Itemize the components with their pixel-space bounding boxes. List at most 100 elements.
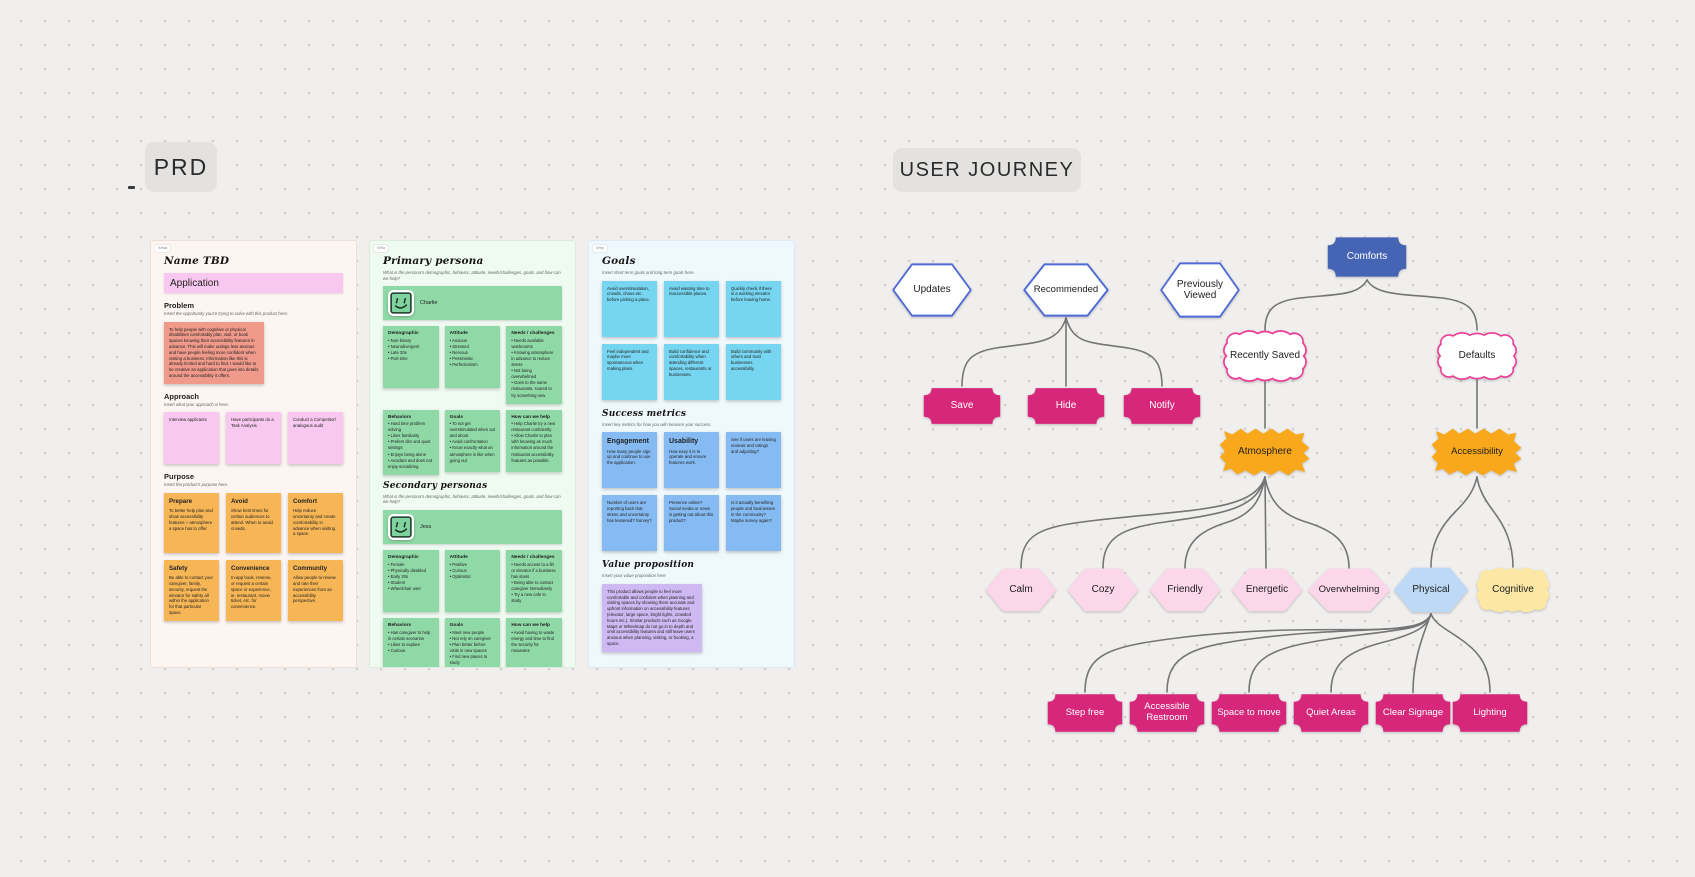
journey-node-label: Recently Saved xyxy=(1229,350,1301,362)
sticky-note-purpose[interactable]: Safety Be able to contact your caregiver… xyxy=(164,559,219,621)
prd-section-label[interactable]: PRD xyxy=(145,142,217,192)
journey-node-quiet-areas[interactable]: Quiet Areas xyxy=(1293,692,1369,734)
sticky-note-approach[interactable]: Conduct a Competitor/ analogous audit xyxy=(288,412,343,465)
hexagon-shape xyxy=(1393,567,1469,613)
persona-card-title: Needs / challenges xyxy=(511,331,555,337)
journey-node-friendly[interactable]: Friendly xyxy=(1149,568,1221,612)
journey-node-calm[interactable]: Calm xyxy=(985,568,1057,612)
primary-persona-hint: What is the persona's demographic, behav… xyxy=(383,270,561,281)
sticky-note-goal[interactable]: Quickly check if there is a working elev… xyxy=(726,280,781,337)
journey-node-updates[interactable]: Updates xyxy=(892,263,972,317)
journey-node-save[interactable]: Save xyxy=(923,386,1001,426)
journey-node-cognitive[interactable]: Cognitive xyxy=(1476,567,1550,613)
sticky-note-purpose[interactable]: Community Allow people to review and rat… xyxy=(288,559,343,621)
persona-card[interactable]: Attitude • Anxious • Stressed • Nervous … xyxy=(444,326,501,389)
journey-node-cozy[interactable]: Cozy xyxy=(1067,568,1139,612)
sticky-note-problem[interactable]: To help people with cognitive or physica… xyxy=(164,321,264,384)
journey-node-energetic[interactable]: Energetic xyxy=(1231,568,1303,612)
smiley-avatar-icon[interactable] xyxy=(388,514,414,540)
sticky-note-metric[interactable]: Usability How easy it is to operate and … xyxy=(664,432,719,489)
journey-node-notify[interactable]: Notify xyxy=(1123,386,1201,426)
plaque-shape xyxy=(1375,694,1451,732)
journey-node-atmosphere[interactable]: Atmosphere xyxy=(1219,427,1311,477)
secondary-personas-title[interactable]: Secondary personas xyxy=(383,480,488,491)
journey-node-label: Cognitive xyxy=(1492,584,1534,596)
persona-card[interactable]: Demographic • Non-binary • Neurodivergen… xyxy=(383,326,439,389)
sticky-note-purpose[interactable]: Prepare To better help plan and show acc… xyxy=(164,492,219,553)
sticky-note-purpose[interactable]: Avoid Show best times for certain audien… xyxy=(226,492,281,553)
journey-node-previously-viewed[interactable]: Previously Viewed xyxy=(1160,262,1240,318)
persona-card[interactable]: Needs / challenges • Needs available was… xyxy=(506,326,562,404)
hexagon-shape xyxy=(1160,262,1240,318)
journey-node-accessible-restroom[interactable]: Accessible Restroom xyxy=(1129,692,1205,734)
persona-card[interactable]: Demographic • Female • Physically disabl… xyxy=(383,550,439,612)
sticky-note-metric[interactable]: See if users are leaving reviews and rat… xyxy=(726,432,781,489)
persona-card[interactable]: How can we help • Avoid having to waste … xyxy=(506,618,562,667)
sticky-note-purpose[interactable]: Comfort Help reduce uncertainty and crea… xyxy=(288,492,343,553)
persona-banner-secondary[interactable]: Jess xyxy=(383,510,562,544)
persona-banner-primary[interactable]: Charlie xyxy=(383,286,562,321)
goals-title[interactable]: Goals xyxy=(602,255,636,267)
sticky-note-metric[interactable]: Number of users are reporting back that … xyxy=(602,495,657,552)
frame-name-tag[interactable]: What xyxy=(155,245,171,252)
persona-card-items: • Non-binary • Neurodivergent • Late 20s… xyxy=(388,337,420,361)
sticky-note-approach[interactable]: Have participants do a Task Analysis xyxy=(226,412,281,465)
sticky-body: In-app book, reserve, or request a certa… xyxy=(231,575,272,610)
journey-node-label: Cozy xyxy=(1091,584,1115,596)
journey-node-label: Comforts xyxy=(1346,251,1388,263)
persona-card-title: How can we help xyxy=(511,623,550,628)
journey-node-recently-saved[interactable]: Recently Saved xyxy=(1223,330,1307,382)
journey-node-hide[interactable]: Hide xyxy=(1027,386,1105,426)
journey-node-lighting[interactable]: Lighting xyxy=(1452,692,1528,734)
sticky-note-approach[interactable]: Interview applicants xyxy=(164,412,219,465)
journey-node-label: Calm xyxy=(1009,584,1033,596)
sticky-title: Avoid xyxy=(231,497,248,505)
sticky-note-goal[interactable]: Build confidence and comfortability when… xyxy=(664,343,719,400)
primary-persona-title[interactable]: Primary persona xyxy=(383,255,484,267)
user-journey-section-label[interactable]: USER JOURNEY xyxy=(893,148,1081,192)
sticky-note-metric[interactable]: Presence online? Social media or news is… xyxy=(664,495,719,552)
purpose-heading[interactable]: Purpose xyxy=(164,472,195,482)
journey-node-physical[interactable]: Physical xyxy=(1393,567,1469,613)
frame-goals[interactable]: Why Goals Insert short term goals and lo… xyxy=(588,240,795,668)
sticky-note-value-prop[interactable]: This product allows people to feel more … xyxy=(602,583,702,652)
problem-heading[interactable]: Problem xyxy=(164,301,195,310)
frame-prd[interactable]: What Name TBD Application Problem Insert… xyxy=(150,240,357,668)
sticky-note-metric[interactable]: Engagement How many people sign up and c… xyxy=(602,432,657,489)
persona-card-items: • To not get overstimulated when out and… xyxy=(449,421,496,463)
sticky-note-goal[interactable]: Build community with others and trust bu… xyxy=(726,343,781,400)
journey-node-comforts[interactable]: Comforts xyxy=(1327,235,1407,279)
persona-card[interactable]: Goals • To not get overstimulated when o… xyxy=(444,409,501,472)
journey-node-accessibility[interactable]: Accessibility xyxy=(1431,427,1523,477)
journey-node-recommended[interactable]: Recommended xyxy=(1023,263,1109,317)
persona-card[interactable]: Behaviors • Hard time problem solving • … xyxy=(383,409,439,475)
journey-node-defaults[interactable]: Defaults xyxy=(1437,332,1517,380)
persona-card[interactable]: Behaviors • Has caregiver to help in cer… xyxy=(383,618,439,667)
journey-node-clear-signage[interactable]: Clear Signage xyxy=(1375,692,1451,734)
frame-name-tag[interactable]: Why xyxy=(593,245,607,252)
persona-card[interactable]: Attitude • Positive • Curious • Optimist… xyxy=(444,550,501,612)
frame-title-name-tbd[interactable]: Name TBD xyxy=(164,255,230,267)
journey-node-overwhelming[interactable]: Overwhelming xyxy=(1307,568,1391,612)
journey-node-space-to-move[interactable]: Space to move xyxy=(1211,692,1287,734)
persona-card[interactable]: How can we help • Help Charlie try a new… xyxy=(506,409,562,472)
application-banner[interactable]: Application xyxy=(164,273,343,293)
persona-card[interactable]: Needs / challenges • Needs access to a l… xyxy=(506,550,562,612)
sticky-note-goal[interactable]: Feel independent and maybe more spontane… xyxy=(602,343,657,400)
frame-name-tag[interactable]: Who xyxy=(374,245,389,252)
journey-node-step-free[interactable]: Step free xyxy=(1047,692,1123,734)
sticky-note-purpose[interactable]: Convenience In-app book, reserve, or req… xyxy=(226,559,281,621)
smiley-avatar-icon[interactable] xyxy=(388,290,414,317)
sticky-note-metric[interactable]: Is it actually benefiting people and bus… xyxy=(726,495,781,552)
value-proposition-title[interactable]: Value proposition xyxy=(602,560,695,571)
hexagon-shape xyxy=(985,568,1057,612)
frame-personas[interactable]: Who Primary persona What is the persona'… xyxy=(369,240,576,668)
sticky-note-goal[interactable]: Avoid overstimulation, crowds, chaos etc… xyxy=(602,280,657,337)
success-metrics-title[interactable]: Success metrics xyxy=(602,408,687,419)
persona-card[interactable]: Goals • Meet new people • Not rely on ca… xyxy=(444,618,501,667)
journey-node-label: Space to move xyxy=(1217,706,1281,718)
approach-heading[interactable]: Approach xyxy=(164,391,200,401)
persona-name: Charlie xyxy=(420,300,438,307)
sticky-note-goal[interactable]: Avoid wasting time to inaccessible place… xyxy=(664,280,719,337)
journey-node-label: Defaults xyxy=(1458,350,1496,362)
